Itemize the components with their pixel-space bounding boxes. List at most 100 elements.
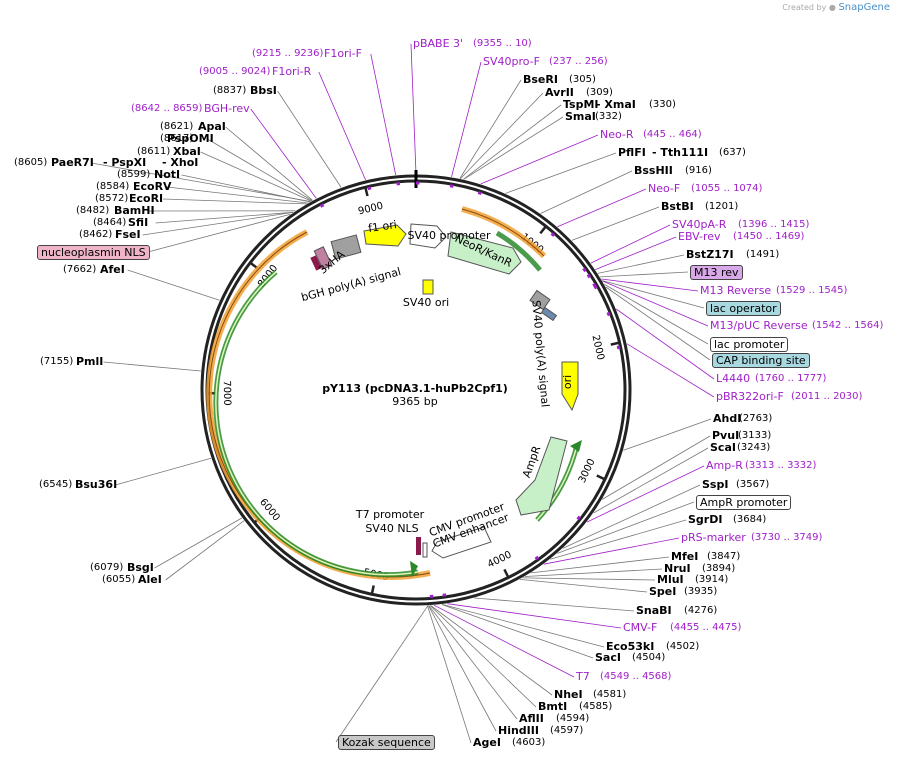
leader-line bbox=[165, 520, 245, 581]
primer-label: BGH-rev bbox=[204, 102, 250, 115]
leader-line bbox=[115, 457, 212, 486]
position-label: (8621) bbox=[160, 121, 194, 132]
enzyme-label: BmtI bbox=[538, 700, 568, 713]
position-label: (8572) bbox=[95, 193, 129, 204]
feature-sv40-promoter-arrow bbox=[409, 223, 447, 249]
leader-line bbox=[571, 206, 660, 241]
position-tick bbox=[364, 186, 369, 197]
enzyme-label: NotI bbox=[154, 168, 181, 181]
enzyme-label: ScaI bbox=[710, 441, 736, 454]
position-label: (4455 .. 4475) bbox=[670, 622, 742, 633]
leader-line bbox=[480, 134, 599, 185]
primer-label: L4440 bbox=[716, 372, 751, 385]
primer-site-mark bbox=[367, 186, 372, 191]
leader-line bbox=[410, 43, 417, 175]
position-label: (3730 .. 3749) bbox=[751, 532, 823, 543]
position-label: (8605) bbox=[14, 157, 48, 168]
enzyme-label: PspOMI bbox=[167, 132, 214, 145]
feature-tag: Kozak sequence bbox=[338, 735, 435, 750]
enzyme-label: - Tth111I bbox=[652, 146, 709, 159]
leader-line bbox=[318, 71, 366, 181]
leader-line bbox=[524, 568, 663, 577]
position-label: (3243) bbox=[737, 442, 771, 453]
position-label: (3914) bbox=[695, 574, 729, 585]
position-label: (9005 .. 9024) bbox=[199, 66, 271, 77]
position-label: (1450 .. 1469) bbox=[733, 231, 805, 242]
primer-site-mark bbox=[576, 515, 581, 521]
primer-site-mark bbox=[477, 191, 482, 196]
position-label: (332) bbox=[595, 111, 622, 122]
primer-label: EBV-rev bbox=[678, 230, 721, 243]
position-label: (4549 .. 4568) bbox=[600, 671, 672, 682]
enzyme-label: AvrII bbox=[545, 86, 574, 99]
enzyme-label: SnaBI bbox=[636, 604, 672, 617]
position-label: (9215 .. 9236) bbox=[252, 48, 324, 59]
enzyme-label: PaeR7I bbox=[51, 156, 94, 169]
primer-label: M13/pUC Reverse bbox=[710, 319, 808, 332]
leader-line bbox=[459, 79, 522, 179]
enzyme-label: EcoRV bbox=[133, 180, 172, 193]
enzyme-label: - PspXI bbox=[103, 156, 147, 169]
position-label: (330) bbox=[649, 99, 676, 110]
feature-name: SV40 NLS bbox=[365, 522, 418, 535]
enzyme-label: PmlI bbox=[76, 355, 104, 368]
leader-line bbox=[463, 104, 562, 180]
plasmid-name-block: pY113 (pcDNA3.1-huPb2Cpf1) 9365 bp bbox=[0, 382, 830, 408]
feature-sv40-nls-block bbox=[416, 537, 421, 555]
position-label: (8617) bbox=[160, 133, 194, 144]
leader-line bbox=[519, 579, 648, 593]
leader-line bbox=[200, 151, 312, 202]
enzyme-label: MfeI bbox=[671, 550, 699, 563]
primer-label: SV40pro-F bbox=[483, 55, 540, 68]
primer-label: pRS-marker bbox=[681, 531, 746, 544]
enzyme-label: SfiI bbox=[128, 216, 149, 229]
leader-line bbox=[562, 484, 701, 549]
position-label: (2011 .. 2030) bbox=[791, 391, 863, 402]
position-label: (4585) bbox=[579, 701, 613, 712]
position-label: (3684) bbox=[733, 514, 767, 525]
leader-line bbox=[505, 152, 617, 194]
position-label: (8462) bbox=[79, 229, 113, 240]
position-label: (3847) bbox=[707, 551, 741, 562]
position-label: (6055) bbox=[102, 574, 136, 585]
leader-line bbox=[451, 61, 482, 177]
enzyme-label: AhdI bbox=[713, 412, 742, 425]
leader-line bbox=[103, 361, 201, 372]
leader-line bbox=[447, 603, 622, 629]
enzyme-label: FseI bbox=[115, 228, 141, 241]
position-label: (9355 .. 10) bbox=[473, 38, 532, 49]
enzyme-label: Eco53kI bbox=[606, 640, 655, 653]
position-label: (7662) bbox=[63, 264, 97, 275]
feature-sv40-ori-block bbox=[422, 279, 434, 295]
position-tick-label: 4000 bbox=[486, 549, 514, 570]
leader-line bbox=[522, 577, 656, 581]
primer-label: T7 bbox=[576, 670, 590, 683]
leader-lines bbox=[91, 43, 715, 744]
position-tick bbox=[503, 568, 510, 579]
leader-line bbox=[623, 418, 712, 451]
leader-line bbox=[441, 604, 594, 659]
position-tick-label: 7000 bbox=[221, 380, 232, 406]
feature-tag: CAP binding site bbox=[712, 353, 810, 368]
position-label: (1396 .. 1415) bbox=[738, 219, 810, 230]
leader-line bbox=[595, 236, 677, 270]
feature-tag: lac operator bbox=[706, 301, 781, 316]
leader-line bbox=[615, 308, 715, 380]
enzyme-label: - XmaI bbox=[596, 98, 636, 111]
cds-arc-top bbox=[495, 230, 542, 272]
leader-line bbox=[428, 605, 518, 720]
enzyme-label: BbsI bbox=[250, 84, 277, 97]
leader-line bbox=[557, 501, 695, 554]
primer-label: SV40pA-R bbox=[672, 218, 727, 231]
leader-line bbox=[225, 126, 313, 201]
leader-line bbox=[602, 280, 705, 309]
position-label: (3567) bbox=[736, 479, 770, 490]
feature-name: SV40 ori bbox=[403, 296, 449, 309]
position-label: (6079) bbox=[90, 562, 124, 573]
leader-line bbox=[427, 605, 472, 744]
position-label: (1201) bbox=[705, 201, 739, 212]
position-tick-label: 3000 bbox=[577, 457, 598, 485]
leader-line bbox=[127, 269, 220, 301]
position-label: (305) bbox=[569, 74, 596, 85]
